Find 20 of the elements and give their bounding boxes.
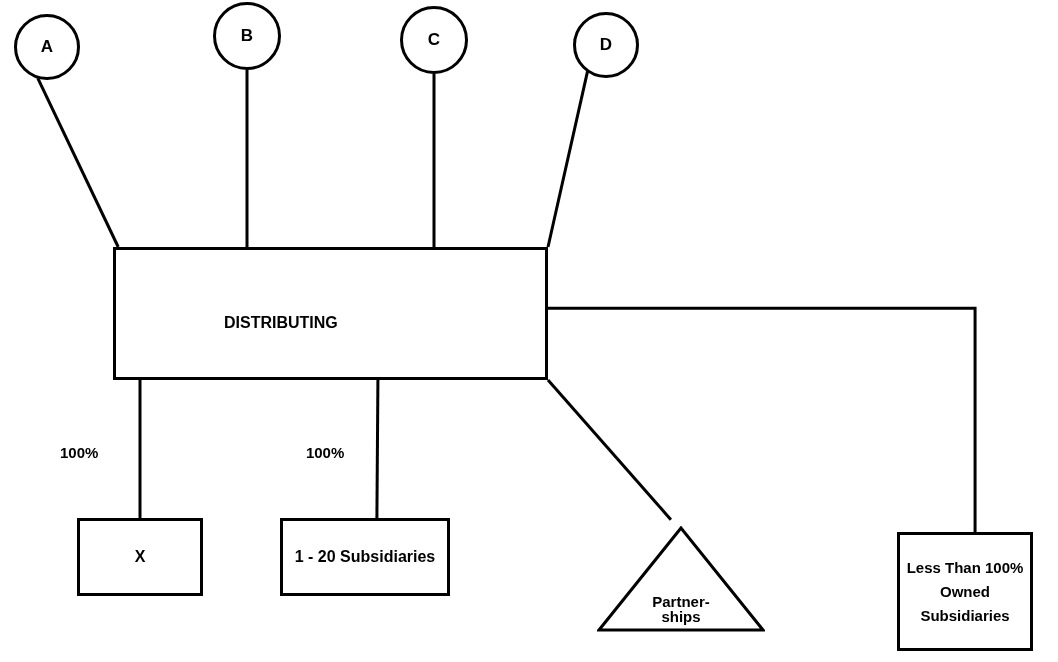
node-label: A — [40, 36, 54, 59]
node-label: Less Than 100% Owned Subsidiaries — [905, 557, 1025, 626]
connector-line — [245, 70, 249, 247]
node-label: DISTRIBUTING — [224, 313, 338, 333]
entity-box — [113, 247, 548, 380]
connector-line — [548, 306, 977, 532]
connector-line — [546, 71, 589, 248]
connector-line — [546, 379, 673, 521]
entity-box — [280, 518, 450, 596]
connector-line — [138, 380, 142, 518]
node-label: Partner- ships — [651, 594, 711, 624]
node-label: B — [240, 25, 254, 48]
node-label: C — [427, 29, 441, 52]
connector-line — [375, 380, 380, 518]
node-label: X — [134, 547, 146, 567]
node-label: D — [599, 34, 613, 57]
entity-box — [77, 518, 203, 596]
node-label: 1 - 20 Subsidiaries — [294, 547, 436, 567]
connector-line — [432, 74, 436, 247]
entity-box — [897, 532, 1033, 651]
